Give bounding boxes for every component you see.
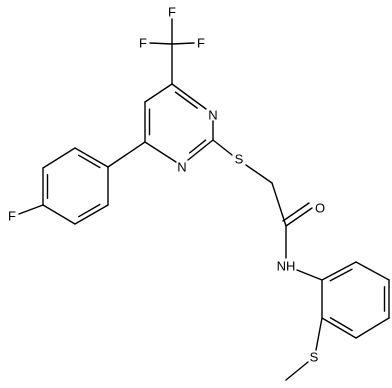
bond-s-ch2 [245, 164, 273, 184]
bond-c4-n3 [171, 83, 207, 110]
bond-naryl-1 [355, 261, 390, 281]
bond-cf3-f-left2 [149, 42, 173, 45]
bond-naryl-inner-4 [329, 317, 353, 332]
bond-c5-c4 [144, 83, 173, 103]
bond-c-o-inner [282, 202, 310, 222]
bond-c2-n1-inner [188, 139, 207, 154]
atom-f-top: F [168, 5, 176, 20]
bond-naryl-3 [355, 317, 390, 339]
atom-f-aryl: F [8, 209, 16, 224]
bond-aryl-1 [42, 147, 76, 169]
bond-aryl-f [18, 204, 44, 215]
bond-aryl-4 [74, 204, 109, 225]
bond-naryl-inner-0 [329, 268, 353, 282]
bonds [18, 18, 390, 381]
bond-c2-s [212, 139, 233, 156]
bond-s-methyl [285, 361, 309, 381]
bond-ch2-co [271, 182, 287, 227]
atom-n-upper: N [208, 108, 217, 123]
bond-aryl-3 [42, 204, 76, 225]
bond-cf3-f-right2 [171, 42, 195, 45]
atom-nh-amide: NH [277, 259, 296, 274]
atom-f-left: F [139, 36, 147, 51]
bond-n1-c6 [144, 141, 177, 163]
atom-n-lower: N [177, 160, 186, 175]
bond-naryl-0 [321, 261, 357, 281]
bond-c2-n1 [187, 139, 214, 161]
bond-c-o [285, 207, 313, 227]
atom-labels: F F F N N S O NH F S [8, 5, 325, 365]
bond-naryl-4 [321, 317, 357, 339]
bond-aryl-sme [315, 317, 323, 351]
bond-c4-n3-inner [174, 91, 198, 109]
bond-aryl-inner-0 [77, 154, 101, 169]
atom-s-methylthio: S [310, 350, 319, 365]
atom-f-right: F [197, 36, 205, 51]
atom-s-thioether: S [235, 152, 244, 167]
bond-aryl-0 [74, 147, 109, 168]
bond-nh-aryl [296, 269, 323, 281]
atom-o-carbonyl: O [315, 201, 325, 216]
bond-aryl-inner-4 [77, 203, 101, 218]
bond-c6-aryl [107, 141, 146, 168]
